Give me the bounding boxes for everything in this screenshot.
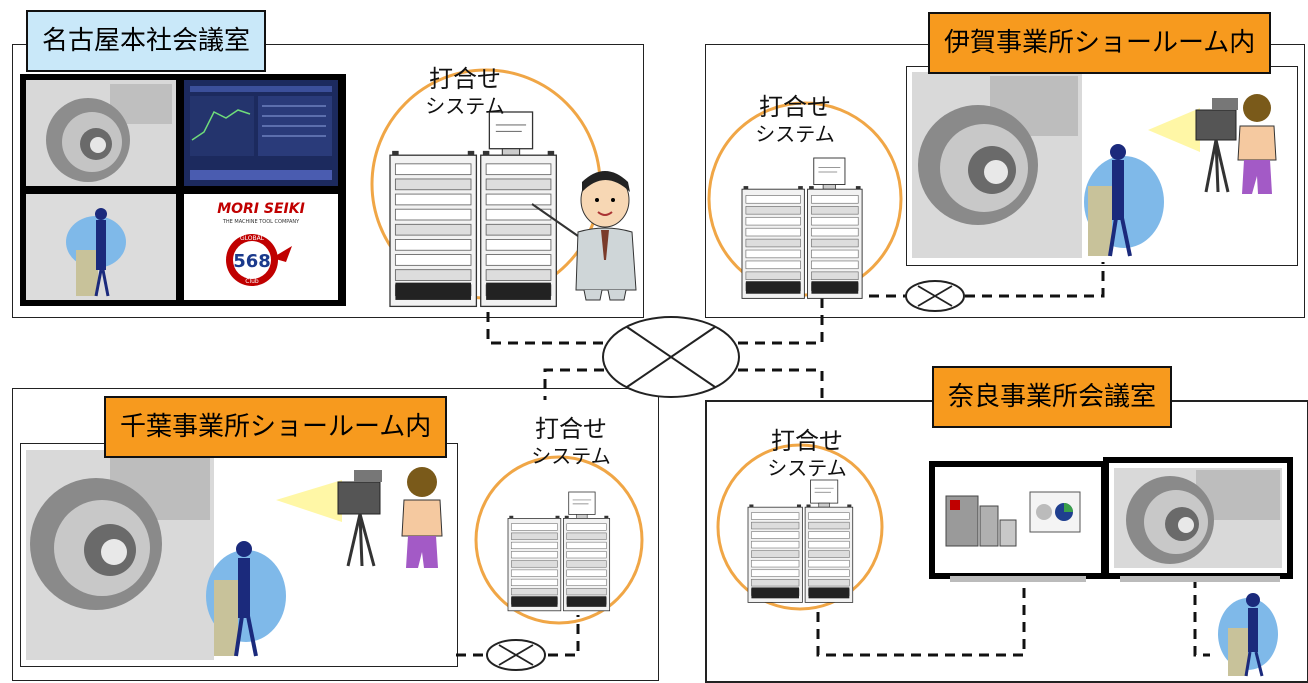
iga-system-label: 打合せ システム <box>740 92 850 147</box>
presenter-icon <box>1218 593 1278 677</box>
lathe-chuck-icon <box>912 72 1082 258</box>
system-label-line1: 打合せ <box>535 415 607 443</box>
camera-operator-icon <box>1148 94 1277 194</box>
svg-text:MORI SEIKI: MORI SEIKI <box>217 201 305 217</box>
system-label-line2: システム <box>531 444 611 468</box>
system-label-line1: 打合せ <box>771 427 843 455</box>
display-screen-left <box>929 461 1107 582</box>
nara-site-title: 奈良事業所会議室 <box>932 366 1173 428</box>
chiba-site-title: 千葉事業所ショールーム内 <box>104 396 448 458</box>
equipment-rack-icon <box>741 157 863 299</box>
cnc-screen-tile <box>184 80 338 186</box>
nara-system-label: 打合せ システム <box>752 426 862 481</box>
chiba-system-circle <box>474 455 644 625</box>
svg-text:GLOBAL: GLOBAL <box>240 235 265 242</box>
nara-system-circle <box>716 443 884 611</box>
svg-text:THE MACHINE TOOL COMPANY: THE MACHINE TOOL COMPANY <box>222 219 300 225</box>
system-label-line2: システム <box>755 122 835 146</box>
iga-site-title: 伊賀事業所ショールーム内 <box>928 12 1272 74</box>
lathe-chuck-icon <box>26 450 214 660</box>
system-label-line1: 打合せ <box>759 93 831 121</box>
lathe-chuck-icon <box>26 80 176 186</box>
nagoya-monitor-wall <box>20 74 346 306</box>
teacher-icon <box>531 171 637 301</box>
iga-system-circle <box>707 101 903 297</box>
presenter-icon <box>1084 144 1164 257</box>
chiba-system-label: 打合せ システム <box>516 414 626 469</box>
presenter-icon <box>206 541 286 657</box>
mori-seiki-logo: MORI SEIKI THE MACHINE TOOL COMPANY GLOB… <box>217 201 305 286</box>
router-icon <box>602 316 740 398</box>
svg-text:Club: Club <box>245 278 259 285</box>
system-label-line1: 打合せ <box>429 65 501 93</box>
display-screen-right <box>1103 457 1293 582</box>
svg-text:568: 568 <box>233 251 271 272</box>
equipment-rack-icon <box>389 111 557 308</box>
nagoya-system-label: 打合せ システム <box>410 64 520 119</box>
router-icon <box>905 280 965 312</box>
system-label-line2: システム <box>767 456 847 480</box>
equipment-racks <box>389 111 863 612</box>
router-icon <box>486 639 546 671</box>
camera-operator-icon <box>276 467 443 568</box>
equipment-rack-icon <box>747 479 854 603</box>
presenter-icon <box>66 208 126 297</box>
nagoya-site-title: 名古屋本社会議室 <box>26 10 267 72</box>
system-label-line2: システム <box>425 94 505 118</box>
equipment-rack-icon <box>507 491 611 612</box>
